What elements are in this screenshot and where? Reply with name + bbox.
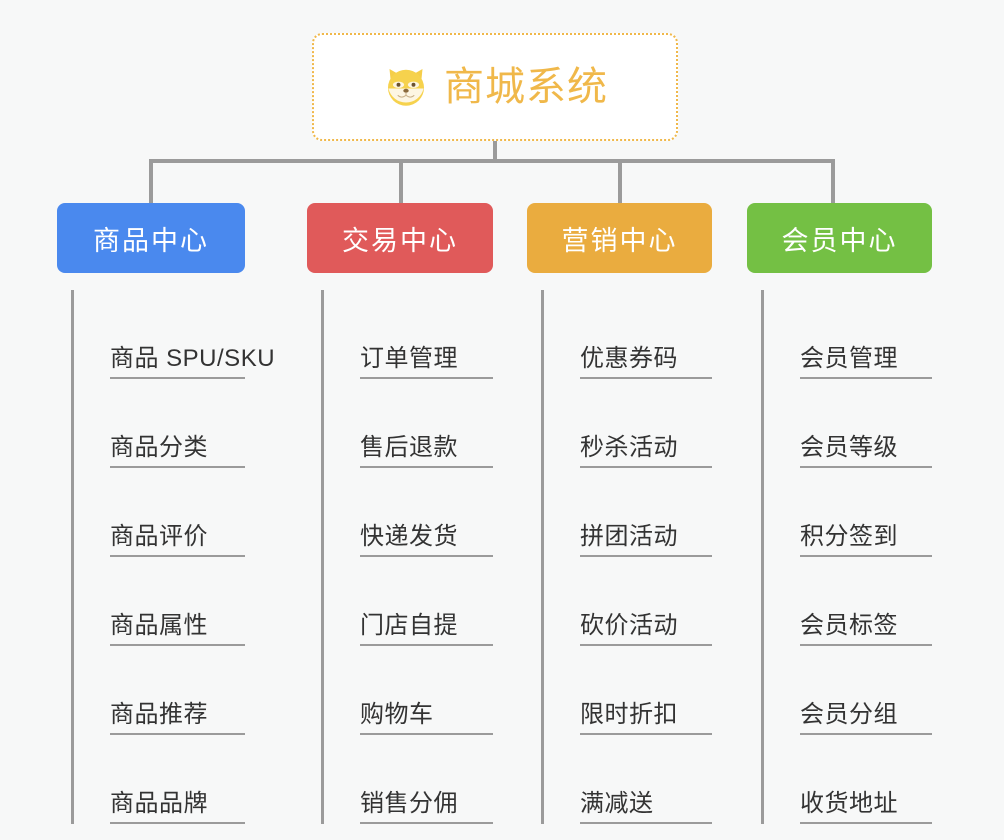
leaf-label: 收货地址 bbox=[800, 790, 898, 817]
leaf-list-1: 订单管理 售后退款 快递发货 门店自提 购物车 销售分佣 bbox=[321, 290, 493, 824]
leaf-label: 商品 SPU/SKU bbox=[110, 345, 276, 372]
list-item[interactable]: 销售分佣 bbox=[360, 735, 493, 824]
leaf-label: 秒杀活动 bbox=[580, 434, 678, 461]
category-column-2: 营销中心 优惠券码 秒杀活动 拼团活动 砍价活动 限时折扣 满减送 bbox=[527, 203, 712, 824]
list-item[interactable]: 秒杀活动 bbox=[580, 379, 712, 468]
leaf-label: 商品分类 bbox=[110, 434, 208, 461]
category-header-0[interactable]: 商品中心 bbox=[57, 203, 245, 273]
leaf-label: 砍价活动 bbox=[580, 612, 678, 639]
leaf-label: 快递发货 bbox=[360, 523, 458, 550]
leaf-label: 拼团活动 bbox=[580, 523, 678, 550]
list-item[interactable]: 限时折扣 bbox=[580, 646, 712, 735]
category-column-0: 商品中心 商品 SPU/SKU 商品分类 商品评价 商品属性 商品推荐 商品品牌 bbox=[57, 203, 275, 824]
list-item[interactable]: 会员等级 bbox=[800, 379, 932, 468]
list-item[interactable]: 商品评价 bbox=[110, 468, 245, 557]
connector-bus bbox=[149, 159, 833, 163]
leaf-label: 积分签到 bbox=[800, 523, 898, 550]
category-header-label-0: 商品中心 bbox=[93, 225, 209, 256]
category-header-2[interactable]: 营销中心 bbox=[527, 203, 712, 273]
leaf-label: 满减送 bbox=[580, 790, 654, 817]
list-item[interactable]: 收货地址 bbox=[800, 735, 932, 824]
connector-drop-3 bbox=[618, 159, 622, 205]
category-column-3: 会员中心 会员管理 会员等级 积分签到 会员标签 会员分组 收货地址 bbox=[747, 203, 932, 824]
list-item[interactable]: 门店自提 bbox=[360, 557, 493, 646]
category-column-1: 交易中心 订单管理 售后退款 快递发货 门店自提 购物车 销售分佣 bbox=[307, 203, 493, 824]
list-item[interactable]: 会员管理 bbox=[800, 290, 932, 379]
category-header-1[interactable]: 交易中心 bbox=[307, 203, 493, 273]
list-item[interactable]: 拼团活动 bbox=[580, 468, 712, 557]
shiba-dog-face-icon bbox=[388, 69, 424, 106]
leaf-label: 商品评价 bbox=[110, 523, 208, 550]
list-item[interactable]: 积分签到 bbox=[800, 468, 932, 557]
list-item[interactable]: 砍价活动 bbox=[580, 557, 712, 646]
category-header-label-3: 会员中心 bbox=[781, 225, 898, 256]
leaf-label: 优惠券码 bbox=[580, 345, 678, 372]
leaf-label: 门店自提 bbox=[360, 612, 458, 639]
list-item[interactable]: 商品品牌 bbox=[110, 735, 245, 824]
category-header-label-2: 营销中心 bbox=[561, 225, 678, 256]
list-item[interactable]: 优惠券码 bbox=[580, 290, 712, 379]
connector-root-stem bbox=[493, 141, 497, 162]
list-item[interactable]: 满减送 bbox=[580, 735, 712, 824]
category-header-label-1: 交易中心 bbox=[342, 225, 458, 256]
category-header-3[interactable]: 会员中心 bbox=[747, 203, 932, 273]
leaf-label: 会员管理 bbox=[800, 345, 898, 372]
list-item[interactable]: 订单管理 bbox=[360, 290, 493, 379]
root-node[interactable]: 商城系统 bbox=[312, 33, 678, 141]
leaf-label: 商品属性 bbox=[110, 612, 208, 639]
list-item[interactable]: 售后退款 bbox=[360, 379, 493, 468]
list-item[interactable]: 商品属性 bbox=[110, 557, 245, 646]
leaf-list-3: 会员管理 会员等级 积分签到 会员标签 会员分组 收货地址 bbox=[761, 290, 932, 824]
leaf-list-0: 商品 SPU/SKU 商品分类 商品评价 商品属性 商品推荐 商品品牌 bbox=[71, 290, 275, 824]
list-item[interactable]: 商品 SPU/SKU bbox=[110, 290, 275, 379]
leaf-label: 会员标签 bbox=[800, 612, 898, 639]
connector-drop-1 bbox=[149, 159, 153, 205]
leaf-label: 会员等级 bbox=[800, 434, 898, 461]
leaf-label: 订单管理 bbox=[360, 345, 458, 372]
root-label: 商城系统 bbox=[444, 65, 608, 109]
list-item[interactable]: 购物车 bbox=[360, 646, 493, 735]
connector-drop-4 bbox=[831, 159, 835, 205]
list-item[interactable]: 会员标签 bbox=[800, 557, 932, 646]
leaf-label: 购物车 bbox=[360, 701, 434, 728]
list-item[interactable]: 会员分组 bbox=[800, 646, 932, 735]
list-item[interactable]: 快递发货 bbox=[360, 468, 493, 557]
leaf-label: 销售分佣 bbox=[360, 790, 458, 817]
list-item[interactable]: 商品分类 bbox=[110, 379, 245, 468]
leaf-list-2: 优惠券码 秒杀活动 拼团活动 砍价活动 限时折扣 满减送 bbox=[541, 290, 712, 824]
leaf-label: 售后退款 bbox=[360, 434, 458, 461]
leaf-label: 会员分组 bbox=[800, 701, 898, 728]
leaf-label: 商品推荐 bbox=[110, 701, 208, 728]
connector-drop-2 bbox=[399, 159, 403, 205]
leaf-label: 限时折扣 bbox=[580, 701, 678, 728]
list-item[interactable]: 商品推荐 bbox=[110, 646, 245, 735]
leaf-label: 商品品牌 bbox=[110, 790, 208, 817]
